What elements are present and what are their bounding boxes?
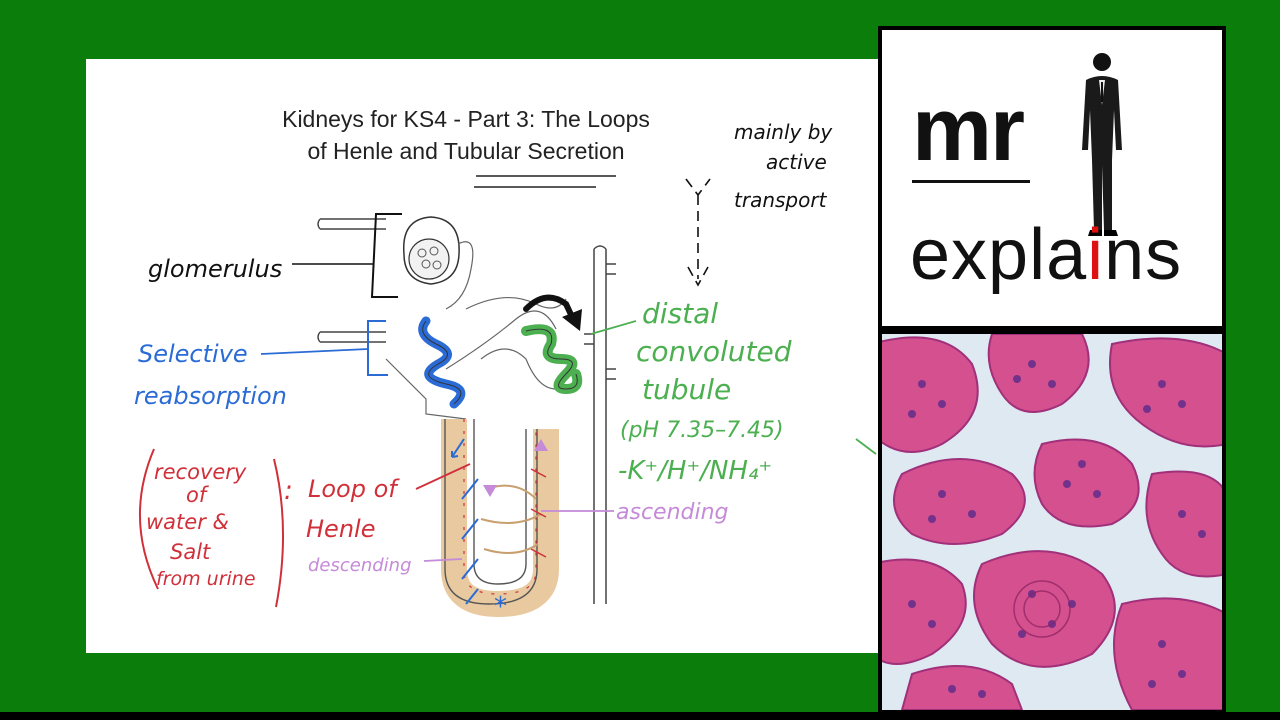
ascending-flow-arrow [534, 439, 548, 451]
descending-flow-arrow [483, 485, 497, 497]
bowmans-capsule [403, 216, 460, 285]
distal-tubule-outline [525, 328, 578, 390]
label-colon: : [284, 476, 293, 506]
label-selective-2: reabsorption [134, 382, 287, 410]
secretion-curved-arrow [523, 294, 577, 324]
logo-underline [912, 180, 1030, 183]
label-recovery-1: recovery [154, 460, 247, 484]
nephron-diagram: glomerulus Selective reabsorption recove… [134, 120, 877, 622]
slide-title: Kidneys for KS4 - Part 3: The Loops of H… [226, 103, 706, 167]
descending-water-arrows [451, 438, 479, 605]
ascending-salt-arrows [530, 468, 547, 558]
label-distal-1: distal [642, 297, 718, 330]
glomerulus-knot [408, 238, 450, 280]
label-mainly-3: transport [734, 188, 828, 212]
selective-bracket [367, 320, 388, 376]
loop-of-henle [441, 419, 559, 618]
descending-leader [423, 558, 463, 562]
logo-explains-red-i: i [1087, 215, 1105, 295]
slide-canvas: Kidneys for KS4 - Part 3: The Loops of H… [86, 59, 878, 653]
collecting-duct [584, 245, 616, 604]
label-distal-2: convoluted [636, 335, 792, 368]
kidney-histology-micrograph [878, 330, 1226, 714]
label-recovery-4: Salt [170, 540, 211, 564]
peritubular-capillaries [385, 241, 567, 420]
suited-man-figure [1082, 53, 1122, 236]
distal-leader [590, 320, 637, 335]
selective-leader [260, 348, 369, 355]
logo-explains-pre: expla [910, 215, 1088, 295]
loop-leader [415, 463, 471, 490]
recovery-open-paren [138, 448, 159, 590]
logo-explains-post: ns [1104, 215, 1183, 295]
label-ascending: ascending [616, 500, 729, 525]
label-recovery-5: from urine [156, 568, 256, 590]
label-ph: (pH 7.35–7.45) [620, 418, 784, 443]
glomerulus-bracket [370, 213, 402, 298]
label-mainly-2: active [766, 150, 827, 174]
label-selective-1: Selective [138, 340, 248, 368]
slide-title-line1: Kidneys for KS4 - Part 3: The Loops [282, 106, 650, 132]
label-asterisk: * [494, 592, 507, 622]
mr-explains-logo: mr explains [878, 26, 1226, 330]
label-glomerulus: glomerulus [148, 255, 282, 283]
logo-mr-text: mr [912, 80, 1025, 180]
label-loop-1: Loop of [308, 475, 400, 503]
logo-explains-text: explains [910, 219, 1182, 291]
label-mainly-1: mainly by [734, 120, 833, 144]
label-recovery-2: of [186, 483, 210, 507]
proximal-tubule-outline [422, 320, 462, 405]
transport-arrow [685, 178, 711, 287]
histology-image [882, 334, 1222, 710]
label-distal-3: tubule [642, 373, 731, 406]
label-loop-2: Henle [306, 515, 375, 543]
secretion-arrowhead [562, 309, 582, 331]
ph-leader [855, 438, 877, 455]
recovery-close-paren [273, 458, 285, 608]
label-descending: descending [308, 555, 412, 576]
slide-title-line2: of Henle and Tubular Secretion [307, 138, 625, 164]
label-ions: -K⁺/H⁺/NH₄⁺ [618, 456, 772, 486]
label-recovery-3: water & [146, 510, 229, 534]
